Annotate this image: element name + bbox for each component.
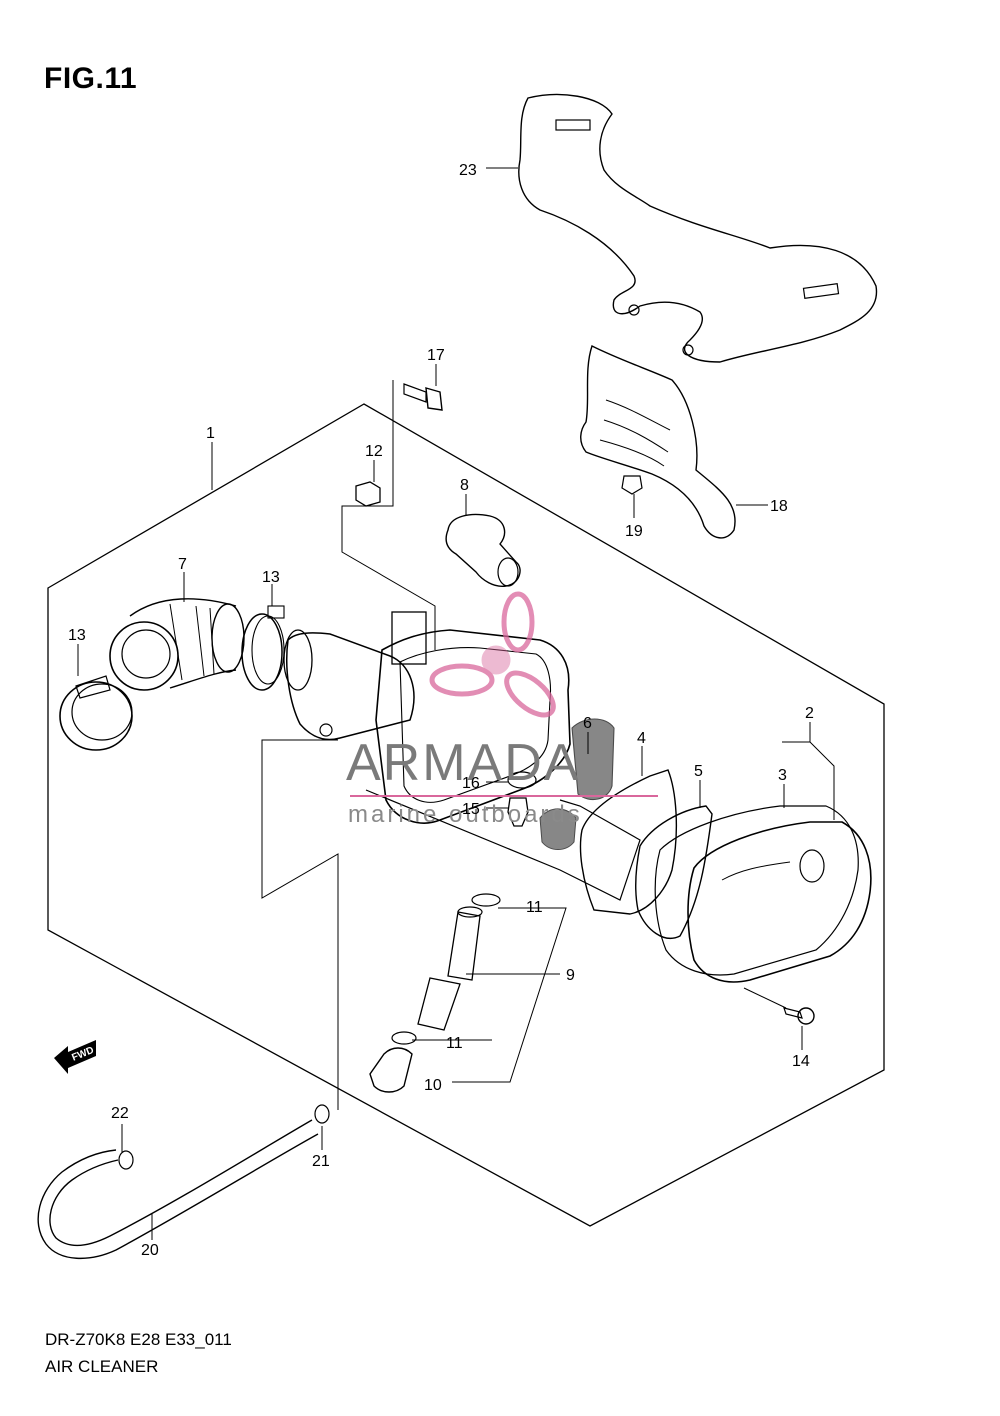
assembly-boundary <box>47 403 885 1227</box>
part-4-frame <box>579 769 678 915</box>
part-23-slot-top <box>555 119 591 131</box>
part-20-hose <box>37 1119 319 1259</box>
callout-14: 14 <box>792 1053 810 1070</box>
part-13-clamp-left <box>59 675 133 751</box>
callout-21: 21 <box>312 1153 330 1170</box>
part-22-clip <box>118 1150 134 1170</box>
callout-13-mid: 13 <box>262 569 280 586</box>
callout-20: 20 <box>141 1242 159 1259</box>
callout-16: 16 <box>462 775 480 792</box>
part-11-ring-bottom <box>391 1031 417 1045</box>
part-2-cap <box>687 821 872 983</box>
part-23-hole-a <box>628 304 640 316</box>
section-name: AIR CLEANER <box>45 1357 159 1376</box>
callout-12: 12 <box>365 443 383 460</box>
callout-8: 8 <box>460 477 469 494</box>
part-18-ribs <box>599 399 671 467</box>
part-6-element <box>539 718 615 850</box>
part-19-clip <box>621 475 643 495</box>
part-18-cover <box>580 345 736 539</box>
callout-6: 6 <box>583 715 592 732</box>
callout-19: 19 <box>625 523 643 540</box>
callout-18: 18 <box>770 498 788 515</box>
callout-13-left: 13 <box>68 627 86 644</box>
bracket-line-9 <box>261 739 339 1110</box>
callout-9: 9 <box>566 967 575 984</box>
part-15-plug <box>507 797 529 827</box>
bracket-line-12-17 <box>341 380 436 650</box>
callout-1: 1 <box>206 425 215 442</box>
part-10-cap <box>369 1047 413 1093</box>
callout-17: 17 <box>427 347 445 364</box>
callout-11-top: 11 <box>526 899 543 916</box>
part-13-clamp-mid <box>241 605 285 691</box>
callout-15: 15 <box>462 801 480 818</box>
part-21-clip <box>314 1104 330 1124</box>
leader-14-dash <box>743 987 787 1009</box>
part-8-breather <box>445 513 521 587</box>
callout-23: 23 <box>459 162 477 179</box>
watermark-tagline: marine outboards <box>348 801 583 828</box>
part-14-screw <box>783 1007 815 1025</box>
watermark: ARMADA marine outboards <box>346 591 658 828</box>
callout-4: 4 <box>637 730 646 747</box>
callout-5: 5 <box>694 763 703 780</box>
part-23-slot-right <box>802 283 840 299</box>
figure-code: DR-Z70K8 E28 E33_011 <box>45 1330 232 1349</box>
part-17-bolt <box>403 383 443 411</box>
air-cleaner-case <box>283 611 641 901</box>
part-12-grommet <box>355 481 381 507</box>
part-5-gasket <box>635 805 713 939</box>
callout-2: 2 <box>805 705 814 722</box>
part-7-hose <box>109 598 245 691</box>
watermark-brand: ARMADA <box>346 734 580 792</box>
part-3-seal <box>654 805 859 976</box>
part-16-oring <box>507 771 537 789</box>
callout-7: 7 <box>178 556 187 573</box>
watermark-logo-icon <box>429 591 556 718</box>
part-23-bracket <box>518 93 878 363</box>
part-9-drain-tube <box>417 906 483 1031</box>
callout-22: 22 <box>111 1105 129 1122</box>
fwd-arrow-icon: FWD <box>54 1040 96 1074</box>
callout-3: 3 <box>778 767 787 784</box>
bracket-line-11 <box>452 907 567 1083</box>
figure-title: FIG.11 <box>44 62 138 95</box>
part-11-ring-top <box>471 893 501 907</box>
callout-10: 10 <box>424 1077 442 1094</box>
bracket-line-2 <box>782 741 835 820</box>
callout-11-mid: 11 <box>446 1035 463 1052</box>
part-23-hole-b <box>682 344 694 356</box>
